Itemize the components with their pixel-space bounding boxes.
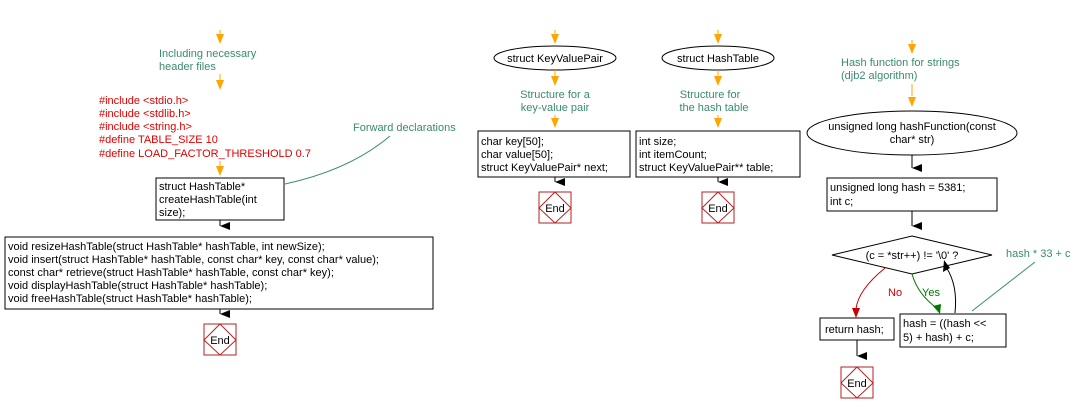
forward-declarations-note: Forward declarations — [353, 122, 456, 134]
update-box: hash = ((hash << 5) + hash) + c; — [899, 313, 1007, 348]
svg-text:End: End — [847, 378, 867, 390]
kvp-title-node: struct KeyValuePair — [493, 45, 617, 71]
svg-text:unsigned long hashFunction(con: unsigned long hashFunction(const — [828, 121, 996, 133]
svg-text:void insert(struct HashTable*: void insert(struct HashTable* hashTable,… — [8, 254, 379, 266]
end-node-kvp: End — [538, 191, 572, 224]
no-label: No — [888, 287, 902, 299]
svg-text:size);: size); — [159, 207, 185, 219]
svg-text:return hash;: return hash; — [825, 324, 884, 336]
struct-decl-box: struct HashTable* createHashTable(int si… — [155, 177, 285, 221]
svg-text:key-value pair: key-value pair — [521, 102, 590, 114]
end-node-hf: End — [840, 366, 874, 399]
kvp-note: Structure for a key-value pair — [520, 89, 591, 114]
svg-text:int size;: int size; — [639, 136, 676, 148]
start-arrow-ht — [714, 30, 722, 44]
svg-text:(djb2 algorithm): (djb2 algorithm) — [841, 70, 917, 82]
svg-text:void freeHashTable(struct Hash: void freeHashTable(struct HashTable* has… — [8, 293, 252, 305]
svg-text:End: End — [545, 203, 565, 215]
svg-text:#include <stdio.h>: #include <stdio.h> — [99, 95, 188, 107]
svg-text:const char* retrieve(struct Ha: const char* retrieve(struct HashTable* h… — [8, 267, 334, 279]
ht-title-node: struct HashTable — [661, 45, 775, 71]
loop-back-line — [945, 266, 957, 314]
prototypes-box: void resizeHashTable(struct HashTable* h… — [4, 236, 434, 310]
end-node-main: End — [203, 323, 237, 356]
svg-text:int c;: int c; — [830, 196, 853, 208]
yes-label: Yes — [922, 287, 940, 299]
ht-fields-box: int size; int itemCount; struct KeyValue… — [635, 130, 801, 178]
svg-text:Hash function for strings: Hash function for strings — [841, 57, 960, 69]
svg-text:End: End — [708, 203, 728, 215]
hf-init-box: unsigned long hash = 5381; int c; — [826, 177, 998, 212]
svg-text:struct KeyValuePair* next;: struct KeyValuePair* next; — [481, 162, 608, 174]
svg-text:Including necessary: Including necessary — [159, 48, 257, 60]
svg-text:int itemCount;: int itemCount; — [639, 149, 707, 161]
arrow-ht-to-note — [714, 70, 722, 86]
svg-text:Structure for: Structure for — [680, 89, 741, 101]
svg-text:#include <string.h>: #include <string.h> — [99, 121, 192, 133]
return-box: return hash; — [819, 317, 895, 341]
start-arrow-kvp — [551, 30, 559, 44]
svg-text:void resizeHashTable(struct Ha: void resizeHashTable(struct HashTable* h… — [8, 241, 325, 253]
no-branch-arrowhead — [852, 308, 860, 318]
arrow-kvp-to-note — [551, 70, 559, 86]
svg-text:struct HashTable: struct HashTable — [677, 53, 759, 65]
loop-condition-diamond: (c = *str++) != '\0' ? — [831, 235, 993, 275]
svg-text:header files: header files — [159, 61, 216, 73]
arrow-hfnote-to-title — [908, 84, 916, 107]
svg-text:struct KeyValuePair: struct KeyValuePair — [507, 53, 603, 65]
svg-text:struct HashTable*: struct HashTable* — [159, 181, 246, 193]
svg-text:char value[50];: char value[50]; — [481, 149, 553, 161]
svg-text:#define TABLE_SIZE 10: #define TABLE_SIZE 10 — [99, 134, 218, 146]
include-note: Including necessary header files — [159, 48, 257, 73]
ht-note: Structure for the hash table — [679, 89, 748, 114]
end-node-ht: End — [701, 191, 735, 224]
svg-text:the hash table: the hash table — [679, 102, 748, 114]
forward-note-connector — [284, 135, 391, 185]
start-arrow-hf — [908, 40, 916, 54]
hf-title-node: unsigned long hashFunction(const char* s… — [806, 110, 1018, 156]
yes-branch-arrowhead — [933, 304, 941, 314]
kvp-fields-box: char key[50]; char value[50]; struct Key… — [477, 130, 631, 178]
svg-text:5) + hash) + c;: 5) + hash) + c; — [903, 332, 974, 344]
loop-note: hash * 33 + c — [1006, 248, 1071, 260]
svg-text:struct KeyValuePair** table;: struct KeyValuePair** table; — [639, 162, 773, 174]
loop-back-arrowhead — [943, 260, 950, 272]
svg-text:char key[50];: char key[50]; — [481, 136, 544, 148]
svg-text:#define LOAD_FACTOR_THRESHOLD: #define LOAD_FACTOR_THRESHOLD 0.7 — [99, 148, 311, 160]
svg-text:char* str): char* str) — [890, 134, 935, 146]
loop-note-connector — [971, 261, 1036, 312]
svg-text:(c = *str++) != '\0' ?: (c = *str++) != '\0' ? — [866, 250, 959, 262]
no-branch-line — [855, 267, 886, 310]
svg-text:Structure for a: Structure for a — [520, 89, 591, 101]
svg-text:void displayHashTable(struct H: void displayHashTable(struct HashTable* … — [8, 280, 267, 292]
preprocessor-block: #include <stdio.h> #include <stdlib.h> #… — [99, 95, 311, 160]
start-arrow-main — [216, 30, 224, 44]
arrow-include-to-pre — [216, 74, 224, 90]
svg-text:createHashTable(int: createHashTable(int — [159, 194, 257, 206]
arrow-kvpnote-to-fields — [551, 115, 559, 128]
arrow-htnote-to-fields — [714, 115, 722, 128]
svg-text:unsigned long hash = 5381;: unsigned long hash = 5381; — [830, 182, 965, 194]
arrow-pre-to-struct — [216, 161, 224, 176]
svg-text:End: End — [210, 335, 230, 347]
svg-text:#include <stdlib.h>: #include <stdlib.h> — [99, 108, 191, 120]
svg-text:hash = ((hash <<: hash = ((hash << — [903, 318, 986, 330]
hf-note: Hash function for strings (djb2 algorith… — [841, 57, 960, 82]
